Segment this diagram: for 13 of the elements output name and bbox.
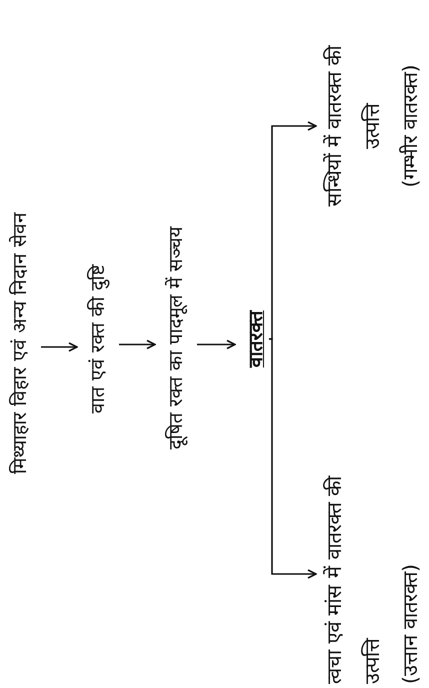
step-text: वात एवं रक्त की दुष्टि: [85, 214, 111, 464]
step-text: दूषित रक्त का पादमूल में सञ्चय: [163, 168, 189, 508]
type-note: (उत्तान वातरक्त): [397, 563, 423, 684]
arrow: [119, 340, 156, 350]
arrow: [197, 340, 236, 350]
arrow: [41, 342, 78, 352]
type-note: (गम्भीर वातरक्त): [397, 64, 423, 190]
arrow: [269, 338, 317, 579]
arrow: [269, 121, 317, 340]
step-text: मिथ्याहार विहार एवं अन्य निदान सेवन: [7, 138, 33, 548]
heading-text: वातरक्त: [243, 294, 269, 384]
outcome-text: त्वचा एवं मांस में वातरक्त की उत्पत्ति: [321, 474, 385, 684]
outcome-text: सन्धियों में वातरक्त की उत्पत्ति: [321, 44, 385, 209]
